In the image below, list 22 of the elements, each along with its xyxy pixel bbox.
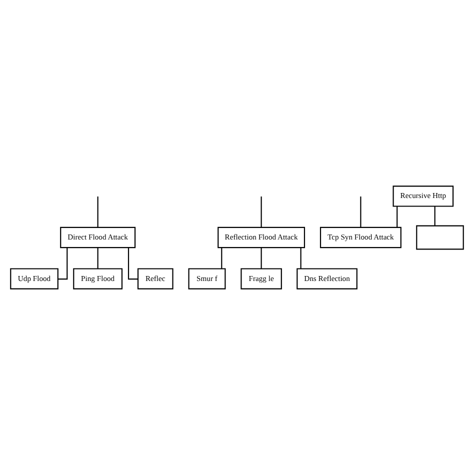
- connector: [360, 196, 362, 227]
- node-box: Udp Flood: [10, 268, 58, 289]
- connector: [434, 206, 436, 226]
- connector: [300, 247, 302, 268]
- connector: [396, 206, 398, 227]
- node-box: Reflec: [137, 268, 174, 289]
- node-box: Direct Flood Attack: [60, 226, 136, 248]
- connector: [97, 196, 98, 227]
- connector: [260, 196, 262, 227]
- node-box: Tcp Syn Flood Attack: [320, 226, 402, 248]
- node-box: Recursive Http: [392, 185, 454, 206]
- connector: [128, 247, 138, 280]
- node-box: Ping Flood: [73, 268, 123, 289]
- node-box: Dns Reflection: [296, 268, 358, 289]
- node-box: Fragg le: [240, 268, 282, 289]
- connector: [221, 247, 222, 268]
- node-box: [416, 224, 464, 250]
- connector: [97, 247, 98, 268]
- connector: [260, 247, 262, 268]
- node-box: Smur f: [188, 268, 226, 289]
- connector: [58, 247, 68, 280]
- node-box: Reflection Flood Attack: [218, 226, 306, 248]
